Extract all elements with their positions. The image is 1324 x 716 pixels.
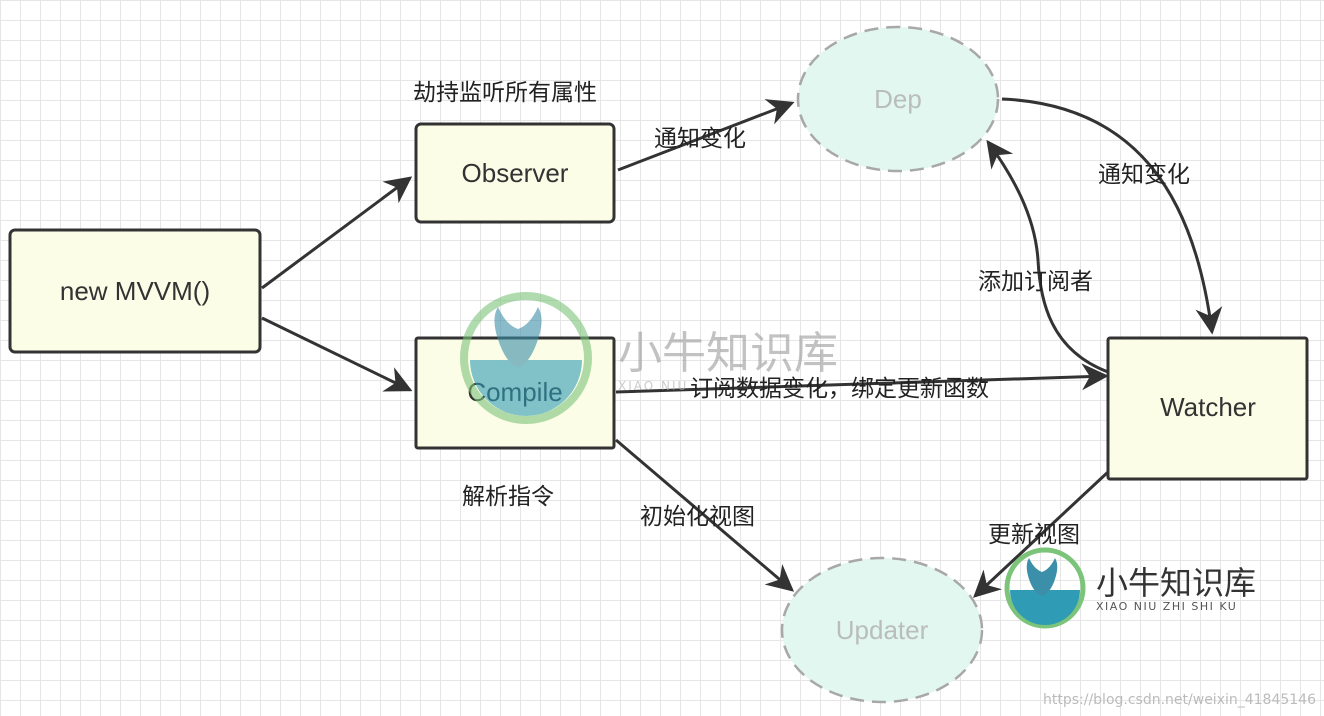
label-subscribe-bind: 订阅数据变化，绑定更新函数 [690, 376, 989, 402]
node-dep-label: Dep [874, 84, 922, 114]
edge-observer-dep [617, 99, 795, 172]
corner-watermark-sub: XIAO NIU ZHI SHI KU [1096, 600, 1237, 613]
label-init-view: 初始化视图 [640, 504, 755, 530]
label-notify-change-2: 通知变化 [1098, 162, 1190, 188]
center-watermark: 小牛知识库 XIAO NIU [460, 292, 838, 424]
source-url-watermark: https://blog.csdn.net/weixin_41845146 [1043, 692, 1316, 708]
edge-compile-updater [615, 438, 795, 592]
node-updater-label: Updater [836, 615, 929, 645]
edge-compile-watcher [615, 363, 1109, 394]
label-parse-directive: 解析指令 [462, 484, 554, 510]
node-mvvm[interactable] [8, 228, 262, 354]
label-add-subscriber: 添加订阅者 [978, 269, 1093, 295]
corner-watermark-title: 小牛知识库 [1096, 564, 1256, 602]
node-dep[interactable] [796, 25, 1000, 173]
center-watermark-title: 小牛知识库 [618, 328, 838, 379]
node-mvvm-label: new MVVM() [60, 276, 210, 306]
bull-logo-icon [460, 292, 592, 424]
node-observer-label: Observer [462, 158, 569, 188]
node-watcher[interactable] [1106, 336, 1309, 481]
center-watermark-sub: XIAO NIU [618, 379, 688, 393]
label-hijack: 劫持监听所有属性 [413, 80, 597, 106]
edge-mvvm-observer [261, 176, 413, 290]
bull-logo-icon-small [1004, 547, 1086, 629]
edge-mvvm-compile [261, 316, 413, 392]
edge-watcher-dep [986, 139, 1109, 374]
corner-watermark: 小牛知识库 XIAO NIU ZHI SHI KU [1004, 547, 1256, 629]
node-watcher-label: Watcher [1160, 392, 1256, 422]
node-updater[interactable] [780, 556, 984, 704]
node-observer[interactable] [414, 122, 616, 224]
edge-watcher-updater [973, 470, 1110, 598]
edge-dep-watcher [1001, 97, 1223, 335]
label-notify-change-1: 通知变化 [654, 126, 746, 152]
edges [261, 97, 1223, 598]
label-update-view: 更新视图 [988, 522, 1080, 548]
